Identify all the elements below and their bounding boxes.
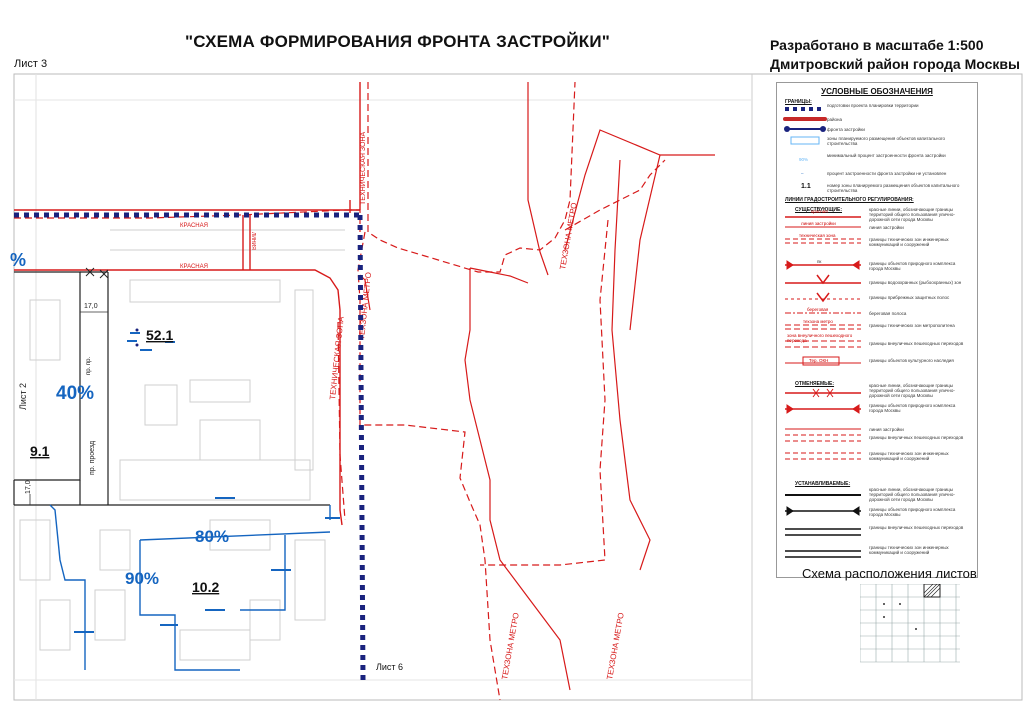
zone-number-9-1: 9.1 — [30, 443, 50, 459]
red-line-label-vert: ЛИНИЯ — [250, 232, 256, 250]
legend-existing-2: границы технических зон инженерных комму… — [869, 237, 949, 247]
legend-dash-sample: – — [801, 171, 804, 176]
legend-pct-sample: 90% — [799, 157, 809, 162]
legend-established-0: красные линии, обозначающие границы терр… — [869, 487, 955, 502]
legend-item-front: фронта застройки — [827, 127, 865, 132]
legend-sym-metro: техзона метро — [803, 319, 833, 324]
legend-sym-underpass: зона внеуличного пешеходного перехода — [787, 333, 853, 343]
legend-item-no-pct: процент застроенности фронта застройки н… — [827, 171, 947, 176]
tech-zone-lines — [14, 81, 666, 701]
sheet-label-left: Лист 2 — [18, 383, 28, 410]
zone-markers — [74, 332, 340, 633]
dimension-lines — [29, 311, 108, 505]
legend-cancelled-1: границы объектов природного комплекса го… — [869, 403, 956, 413]
sheet-scheme-title: Схема расположения листов — [802, 566, 977, 581]
legend-existing-heading: СУЩЕСТВУЮЩИЕ: — [795, 207, 843, 213]
techzone-label-6: ТЕХНИЧЕСКАЯ ЗОНА — [360, 132, 367, 205]
legend-cancelled-0: красные линии, обозначающие границы терр… — [869, 383, 955, 398]
legend-existing-0: красные линии, обозначающие границы терр… — [869, 207, 955, 222]
building-front-lines — [49, 504, 331, 671]
legend-cancelled-3: границы внеуличных пешеходных переходов — [869, 435, 964, 440]
legend-borders-heading: ГРАНИЦЫ: — [785, 99, 812, 105]
legend-existing-9: границы объектов культурного наследия — [869, 358, 954, 363]
legend-established-2: границы внеуличных пешеходных переходов — [869, 525, 964, 530]
block-boundaries — [13, 271, 330, 506]
legend-cancelled-heading: ОТМЕНЯЕМЫЕ: — [795, 381, 835, 387]
legend-item-zones: зоны планируемого размещения объектов ка… — [827, 136, 946, 146]
legend-item-district: района — [827, 117, 843, 122]
legend-num-sample: 1.1 — [801, 183, 811, 190]
legend-symbols-borders — [783, 107, 827, 145]
corner-crosses — [85, 267, 109, 279]
legend-title: УСЛОВНЫЕ ОБОЗНАЧЕНИЯ — [821, 87, 933, 96]
district-name: Дмитровский район города Москвы — [770, 56, 1020, 72]
legend-established-1: границы объектов природного комплекса го… — [869, 507, 956, 517]
legend-sym-heritage: Тер. ОКН — [809, 358, 829, 363]
percent-80: 80% — [195, 527, 229, 546]
legend-existing-3: границы объектов природного комплекса го… — [869, 261, 956, 271]
passage-label: пр. проезд — [89, 441, 96, 475]
legend-sym-tech: техническая зона — [799, 233, 836, 238]
legend-symbols-established — [785, 494, 861, 558]
techzone-label-5: ТЕХЗОНА МЕТРО — [605, 612, 626, 680]
dim-17-top: 17,0 — [84, 303, 98, 310]
legend-sym-bereg: береговая — [807, 307, 829, 312]
sheet-frame — [13, 73, 1023, 701]
red-line-label-2: КРАСНАЯ — [180, 264, 208, 270]
legend-regulation-heading: ЛИНИИ ГРАДОСТРОИТЕЛЬНОГО РЕГУЛИРОВАНИЯ: — [785, 197, 914, 203]
legend-established-3: границы технических зон инженерных комму… — [869, 545, 949, 555]
techzone-label-1: ТЕХНИЧЕСКАЯ ЗОНА — [328, 315, 346, 400]
tech-zone-solid — [359, 82, 715, 691]
legend-sym-red: красная — [811, 209, 828, 214]
legend-sym-build: линия застройки — [801, 221, 836, 226]
techzone-label-3: ТЕХЗОНА МЕТРО — [558, 202, 579, 270]
legend-item-zone-number: номер зоны планируемого размещения объек… — [827, 183, 960, 193]
legend-existing-7: границы технических зон метрополитена — [869, 323, 955, 328]
red-lines — [14, 82, 361, 526]
passage-label-2: пр. пр. — [86, 356, 92, 375]
percent-90: 90% — [125, 569, 159, 588]
legend-existing-1: линия застройки — [869, 225, 904, 230]
sheet-label-bottom: Лист 6 — [376, 662, 403, 672]
scale-note: Разработано в масштабе 1:500 — [770, 37, 984, 53]
red-line-label-1: КРАСНАЯ — [180, 223, 208, 229]
percent-40: 40% — [56, 383, 94, 404]
percent-edge: % — [10, 250, 26, 270]
legend-item-min-pct: минимальный процент застроенности фронта… — [827, 153, 946, 158]
legend-cancelled-4: границы технических зон инженерных комму… — [869, 451, 949, 461]
sheet-scheme-grid[interactable] — [860, 584, 960, 664]
legend-existing-8: границы внеуличных пешеходных переходов — [869, 341, 964, 346]
legend-item-project: подготовки проекта планировки территории — [827, 103, 919, 108]
legend-cancelled-2: линия застройки — [869, 427, 904, 432]
zone-number-10-2: 10.2 — [192, 579, 219, 595]
legend-existing-4: границы водоохранных (рыбоохранных) зон — [869, 280, 962, 285]
zone-number-52-1: 52.1 — [146, 327, 173, 343]
dim-17-left: 17,0 — [25, 480, 32, 494]
legend-existing-6: береговая полоса — [869, 311, 907, 316]
legend-established-heading: УСТАНАВЛИВАЕМЫЕ: — [795, 481, 851, 487]
legend-sym-pk: пк — [817, 259, 822, 264]
base-buildings — [19, 229, 345, 661]
project-boundary — [14, 212, 366, 681]
legend-panel: УСЛОВНЫЕ ОБОЗНАЧЕНИЯ ГРАНИЦЫ: подготовки… — [776, 82, 978, 578]
map-title: "СХЕМА ФОРМИРОВАНИЯ ФРОНТА ЗАСТРОЙКИ" — [185, 32, 611, 51]
legend-symbols-existing — [785, 216, 861, 366]
legend-existing-5: границы прибрежных защитных полос — [869, 295, 950, 300]
legend-symbols-cancelled — [785, 388, 861, 460]
techzone-label-4: ТЕХЗОНА МЕТРО — [500, 612, 521, 680]
sheet-label-top: Лист 3 — [14, 58, 48, 70]
